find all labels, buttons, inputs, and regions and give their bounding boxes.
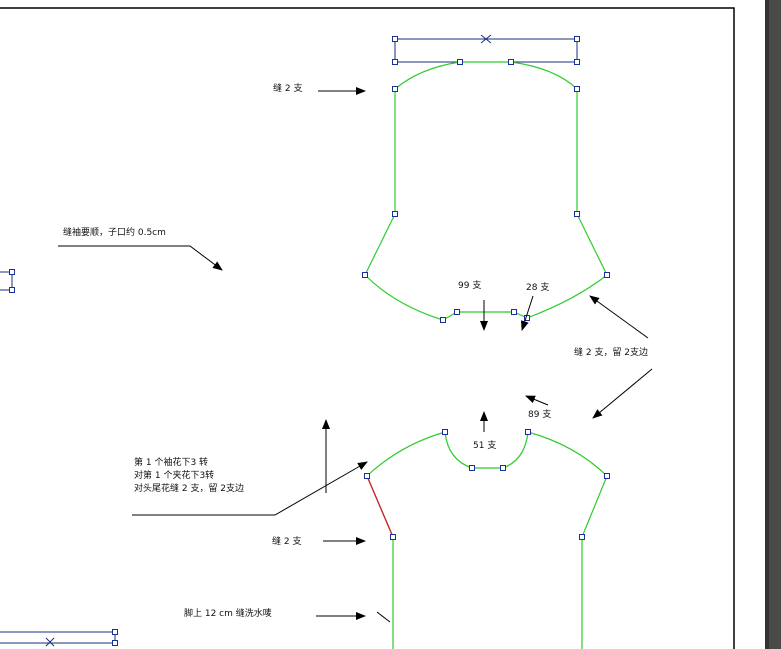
scrollbar-edge bbox=[765, 0, 769, 649]
arrow bbox=[592, 368, 653, 419]
label-stitch-89: 89 支 bbox=[528, 408, 551, 420]
label-sleeve-note: 缝袖要顺，子口约 0.5cm bbox=[63, 226, 166, 238]
annotation-arrows bbox=[58, 87, 653, 623]
label-stitch-51: 51 支 bbox=[473, 439, 496, 451]
label-stitch-28: 28 支 bbox=[526, 281, 549, 293]
top-pattern-piece[interactable] bbox=[362, 34, 610, 323]
label-side-note: 缝 2 支，留 2支边 bbox=[574, 346, 648, 358]
label-top-sew: 缝 2 支 bbox=[273, 82, 302, 94]
label-flower-note-2: 对第 1 个夹花下3转 bbox=[134, 469, 214, 481]
label-flower-note-1: 第 1 个袖花下3 转 bbox=[134, 456, 208, 468]
leader-line bbox=[58, 245, 223, 271]
left-partial-piece[interactable] bbox=[0, 269, 15, 293]
bottom-left-partial-piece[interactable] bbox=[0, 629, 118, 647]
sheet-border bbox=[0, 7, 735, 649]
arrow bbox=[525, 395, 549, 406]
bottom-pattern-piece[interactable] bbox=[364, 429, 610, 649]
center-cross-icon bbox=[480, 34, 492, 44]
label-bottom-sew: 缝 2 支 bbox=[272, 535, 301, 547]
label-stitch-99: 99 支 bbox=[458, 279, 481, 291]
tick-line bbox=[376, 611, 391, 623]
scrollbar[interactable] bbox=[769, 0, 781, 649]
label-flower-note-3: 对头尾花缝 2 支，留 2支边 bbox=[134, 482, 244, 494]
arrow bbox=[520, 295, 534, 331]
nodes bbox=[362, 36, 610, 323]
selection-box bbox=[394, 38, 578, 63]
seam-outline bbox=[366, 431, 608, 649]
leader-line bbox=[132, 461, 368, 516]
highlighted-seam bbox=[366, 475, 394, 538]
label-care-label-note: 脚上 12 cm 缝洗水唛 bbox=[184, 607, 272, 619]
seam-outline bbox=[364, 61, 608, 321]
center-cross-icon bbox=[45, 637, 55, 647]
arrow bbox=[589, 295, 649, 339]
nodes bbox=[364, 429, 610, 540]
